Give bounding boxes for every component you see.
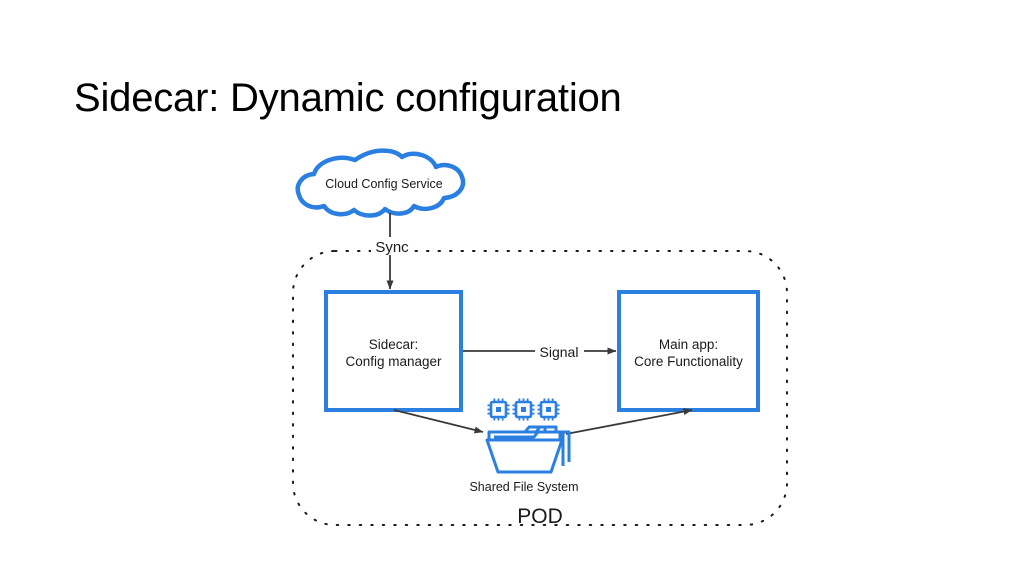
edge-read-line	[565, 408, 693, 435]
node-main-app[interactable]	[617, 290, 760, 412]
node-sidecar-label-line2: Config manager	[345, 354, 442, 369]
node-main-app-label-line2: Core Functionality	[634, 354, 743, 369]
node-sidecar-label-line1: Sidecar:	[369, 337, 419, 352]
shared-file-system-label: Shared File System	[469, 480, 578, 494]
shared-file-system-icon	[485, 425, 571, 474]
node-main-app-label-line1: Main app:	[659, 337, 718, 352]
chip-icon-1	[487, 398, 510, 421]
chip-icon-3	[537, 398, 560, 421]
edge-write-line	[393, 409, 484, 434]
edge-sync-label: Sync	[375, 239, 409, 256]
node-sidecar[interactable]	[324, 290, 463, 412]
cloud-label: Cloud Config Service	[325, 177, 442, 191]
chip-icon-2	[512, 398, 535, 421]
cloud-shape	[295, 148, 466, 218]
pod-label: POD	[517, 505, 563, 528]
edge-signal-label: Signal	[540, 344, 579, 360]
page-title: Sidecar: Dynamic configuration	[74, 76, 622, 120]
